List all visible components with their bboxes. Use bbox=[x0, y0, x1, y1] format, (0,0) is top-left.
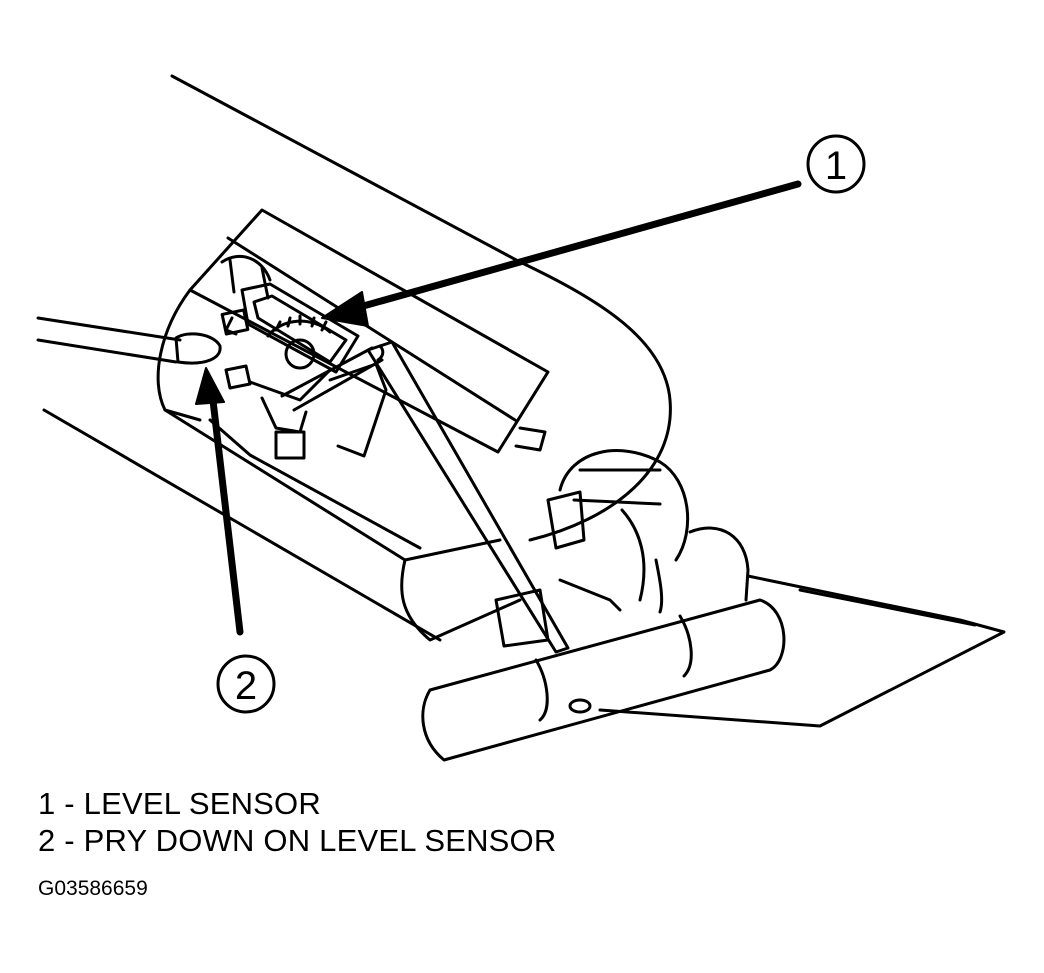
callout-2: 2 bbox=[195, 367, 276, 714]
fuel-tank bbox=[42, 74, 672, 642]
callout-2-arrowhead bbox=[195, 367, 225, 405]
pump-outlet bbox=[494, 449, 750, 648]
pry-tool bbox=[36, 316, 222, 365]
figure-id: G03586659 bbox=[38, 877, 148, 900]
pump-module-housing bbox=[156, 208, 550, 642]
callout-1-leader bbox=[338, 180, 802, 316]
callout-2-number: 2 bbox=[235, 664, 257, 708]
legend-item-1-text: LEVEL SENSOR bbox=[83, 786, 321, 821]
callout-1-circle bbox=[806, 134, 866, 194]
float-arm bbox=[366, 340, 570, 654]
legend-item-2-text: PRY DOWN ON LEVEL SENSOR bbox=[83, 823, 557, 858]
legend-item-1-number: 1 bbox=[38, 786, 56, 821]
callout-1-number: 1 bbox=[825, 144, 847, 188]
callout-1: 1 bbox=[321, 134, 866, 327]
fuel-level-sensor-illustration: 1 2 bbox=[36, 74, 1006, 762]
level-sensor bbox=[220, 282, 388, 460]
legend-item-2: 2 - PRY DOWN ON LEVEL SENSOR bbox=[38, 823, 556, 859]
callout-2-circle bbox=[216, 654, 276, 714]
legend-item-1: 1 - LEVEL SENSOR bbox=[38, 786, 321, 822]
legend-item-1-separator: - bbox=[64, 786, 75, 821]
float bbox=[421, 598, 786, 762]
callout-2-leader bbox=[208, 388, 244, 636]
legend-item-2-number: 2 bbox=[38, 823, 56, 858]
strainer bbox=[598, 574, 1006, 728]
callout-1-arrowhead bbox=[321, 291, 369, 327]
legend-item-2-separator: - bbox=[64, 823, 75, 858]
